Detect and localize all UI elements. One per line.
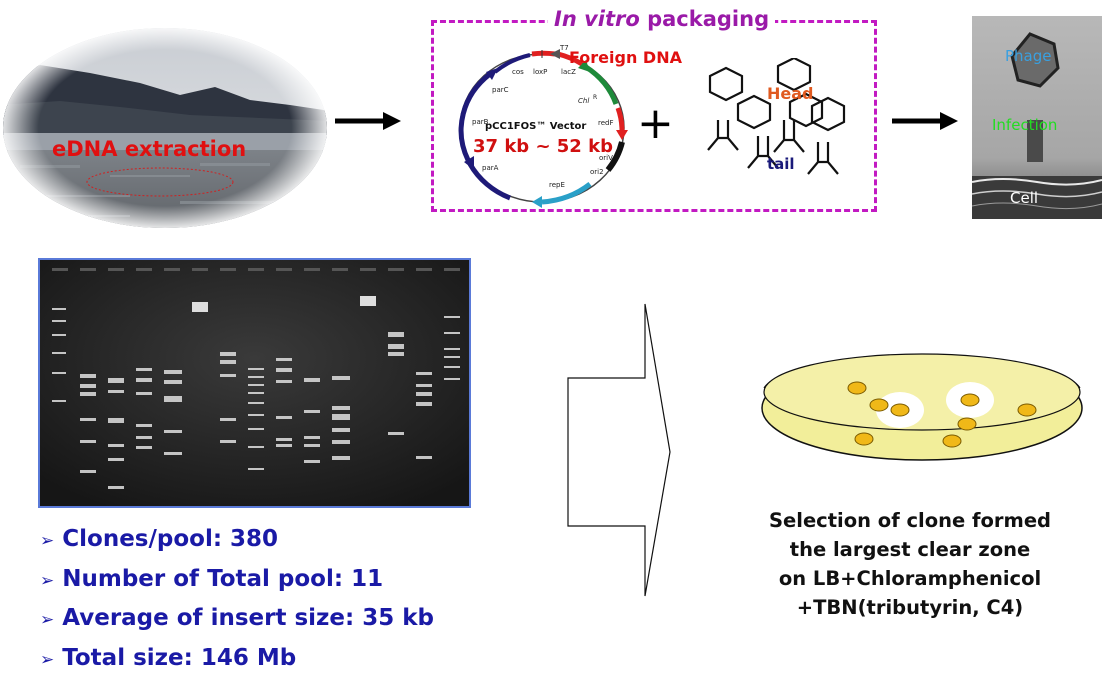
- oriv-arc: [605, 141, 625, 172]
- colony: [854, 432, 874, 446]
- phage-tail: [747, 136, 779, 169]
- parc-arc: [493, 53, 531, 74]
- phage-tail: [773, 120, 805, 153]
- colony: [957, 417, 977, 431]
- phage-head: [788, 92, 824, 128]
- block-arrow: [567, 303, 671, 597]
- stat-text: Total size: 146 Mb: [62, 644, 297, 671]
- map-label-parc: parC: [492, 86, 509, 94]
- environment-photo: [0, 25, 330, 230]
- library-stats-list: ➢ Clones/pool: 380 ➢ Number of Total pool:…: [40, 520, 434, 678]
- arrow-bullet-icon: ➢: [40, 649, 55, 670]
- right-arrow-2: [892, 112, 958, 130]
- arrow-bullet-icon: ➢: [40, 610, 55, 630]
- packaging-title-rest: packaging: [639, 7, 770, 31]
- map-label-loxp: loxP: [533, 68, 547, 76]
- packaging-title: In vitro packaging: [548, 7, 776, 31]
- map-label-ori2: ori2: [590, 168, 604, 176]
- em-phage-head: [1010, 32, 1060, 88]
- stat-text: Number of Total pool: 11: [62, 565, 384, 592]
- parb-arc: [458, 72, 492, 162]
- phage-tail: [707, 120, 739, 151]
- phage-particles: [707, 58, 846, 175]
- selection-line: +TBN(tributyrin, C4): [796, 596, 1024, 619]
- em-phage-tail: [1027, 120, 1043, 162]
- petri-dish: [761, 353, 1083, 461]
- phage-head: [776, 58, 812, 92]
- colony: [960, 393, 980, 407]
- map-label-lacz: lacZ: [561, 68, 576, 76]
- map-label-chl: Chl: [578, 97, 589, 105]
- colony: [942, 434, 962, 448]
- vector-name-label: pCC1FOS™ Vector: [485, 121, 587, 132]
- selection-line: Selection of clone formed: [768, 509, 1052, 532]
- phage-head: [736, 94, 772, 130]
- map-label-repe: repE: [549, 181, 565, 189]
- map-label-t7: T7: [559, 44, 569, 52]
- map-label-r: R: [593, 94, 597, 101]
- list-item: ➢ Average of insert size: 35 kb: [40, 599, 434, 639]
- list-item: ➢ Total size: 146 Mb: [40, 639, 434, 679]
- map-label-redf: redF: [598, 119, 614, 127]
- cell-label: Cell: [1010, 189, 1039, 207]
- phage-label: Phage: [1005, 47, 1052, 65]
- right-arrow-1: [335, 112, 401, 130]
- map-label-para: parA: [482, 164, 499, 172]
- selection-caption: Selection of clone formed the largest cl…: [735, 506, 1085, 622]
- infection-label: Infection: [992, 116, 1058, 134]
- colony: [890, 403, 910, 417]
- edna-extraction-label: eDNA extraction: [52, 137, 247, 161]
- repe-arc: [541, 182, 592, 205]
- packaging-title-italic: In vitro: [554, 7, 640, 31]
- selection-line: the largest clear zone: [789, 538, 1031, 561]
- map-label-oriv: oriV: [599, 154, 613, 162]
- arrow-bullet-icon: ➢: [40, 531, 55, 551]
- redf-arc: [615, 107, 625, 131]
- phage-head: [810, 96, 846, 132]
- head-label: Head: [767, 84, 814, 103]
- plus-sign: +: [637, 98, 674, 149]
- selection-line: on LB+Chloramphenicol: [778, 567, 1042, 590]
- colony: [869, 398, 889, 412]
- map-label-parb: parB: [472, 118, 489, 126]
- em-micrograph: [971, 16, 1102, 219]
- colony: [1017, 403, 1037, 417]
- insert-size-label: 37 kb ~ 52 kb: [473, 136, 613, 157]
- list-item: ➢ Clones/pool: 380: [40, 520, 434, 560]
- list-item: ➢ Number of Total pool: 11: [40, 560, 434, 600]
- chl-arc: [584, 64, 619, 105]
- foreign-dna-label: Foreign DNA: [569, 48, 682, 67]
- tail-label: tail: [767, 155, 795, 173]
- map-label-cos: cos: [512, 68, 524, 76]
- sampling-site-ellipse: [86, 167, 234, 197]
- stat-text: Clones/pool: 380: [62, 526, 279, 552]
- agarose-gel: [38, 258, 471, 508]
- stat-text: Average of insert size: 35 kb: [62, 605, 435, 631]
- phage-head: [708, 66, 744, 102]
- phage-tail: [807, 142, 839, 175]
- colony: [847, 381, 867, 395]
- arrow-bullet-icon: ➢: [40, 570, 55, 591]
- plasmid-map: cos loxP lacZ T7 Chl R redF oriV ori2 re…: [458, 44, 628, 208]
